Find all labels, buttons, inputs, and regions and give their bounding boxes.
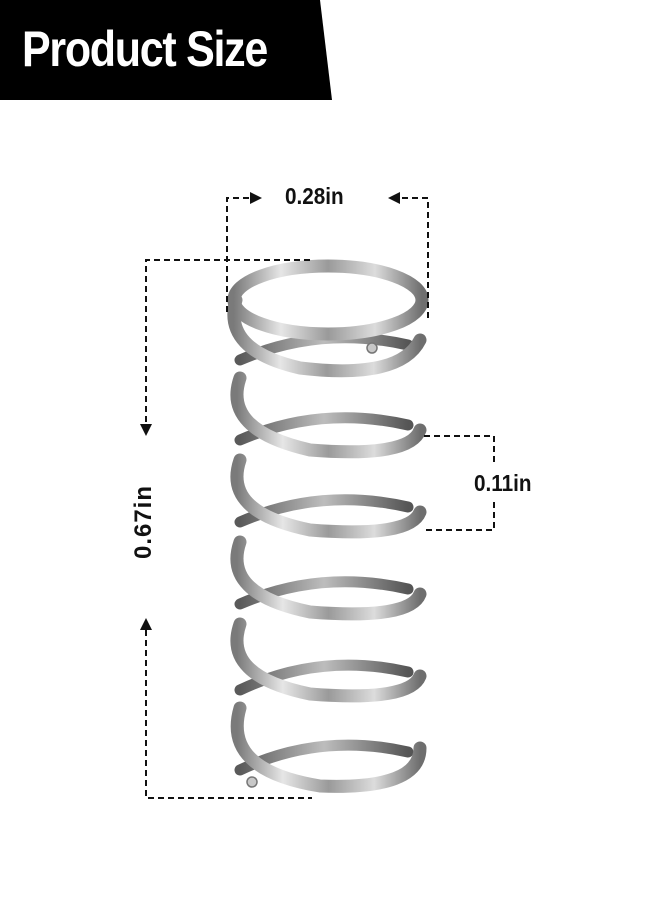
arrow-right-icon: [250, 192, 262, 204]
free-length-label: 0.67in: [130, 484, 157, 560]
dimension-lines: [145, 197, 495, 799]
arrow-left-icon: [388, 192, 400, 204]
spring-icon: [227, 259, 429, 793]
pitch-label: 0.11in: [474, 470, 532, 496]
page-title: Product Size: [22, 21, 268, 77]
arrow-icons: [140, 192, 400, 630]
arrow-up-icon: [140, 618, 152, 630]
title-banner: [0, 0, 332, 100]
outer-diameter-label: 0.28in: [285, 183, 344, 209]
arrow-down-icon: [140, 424, 152, 436]
